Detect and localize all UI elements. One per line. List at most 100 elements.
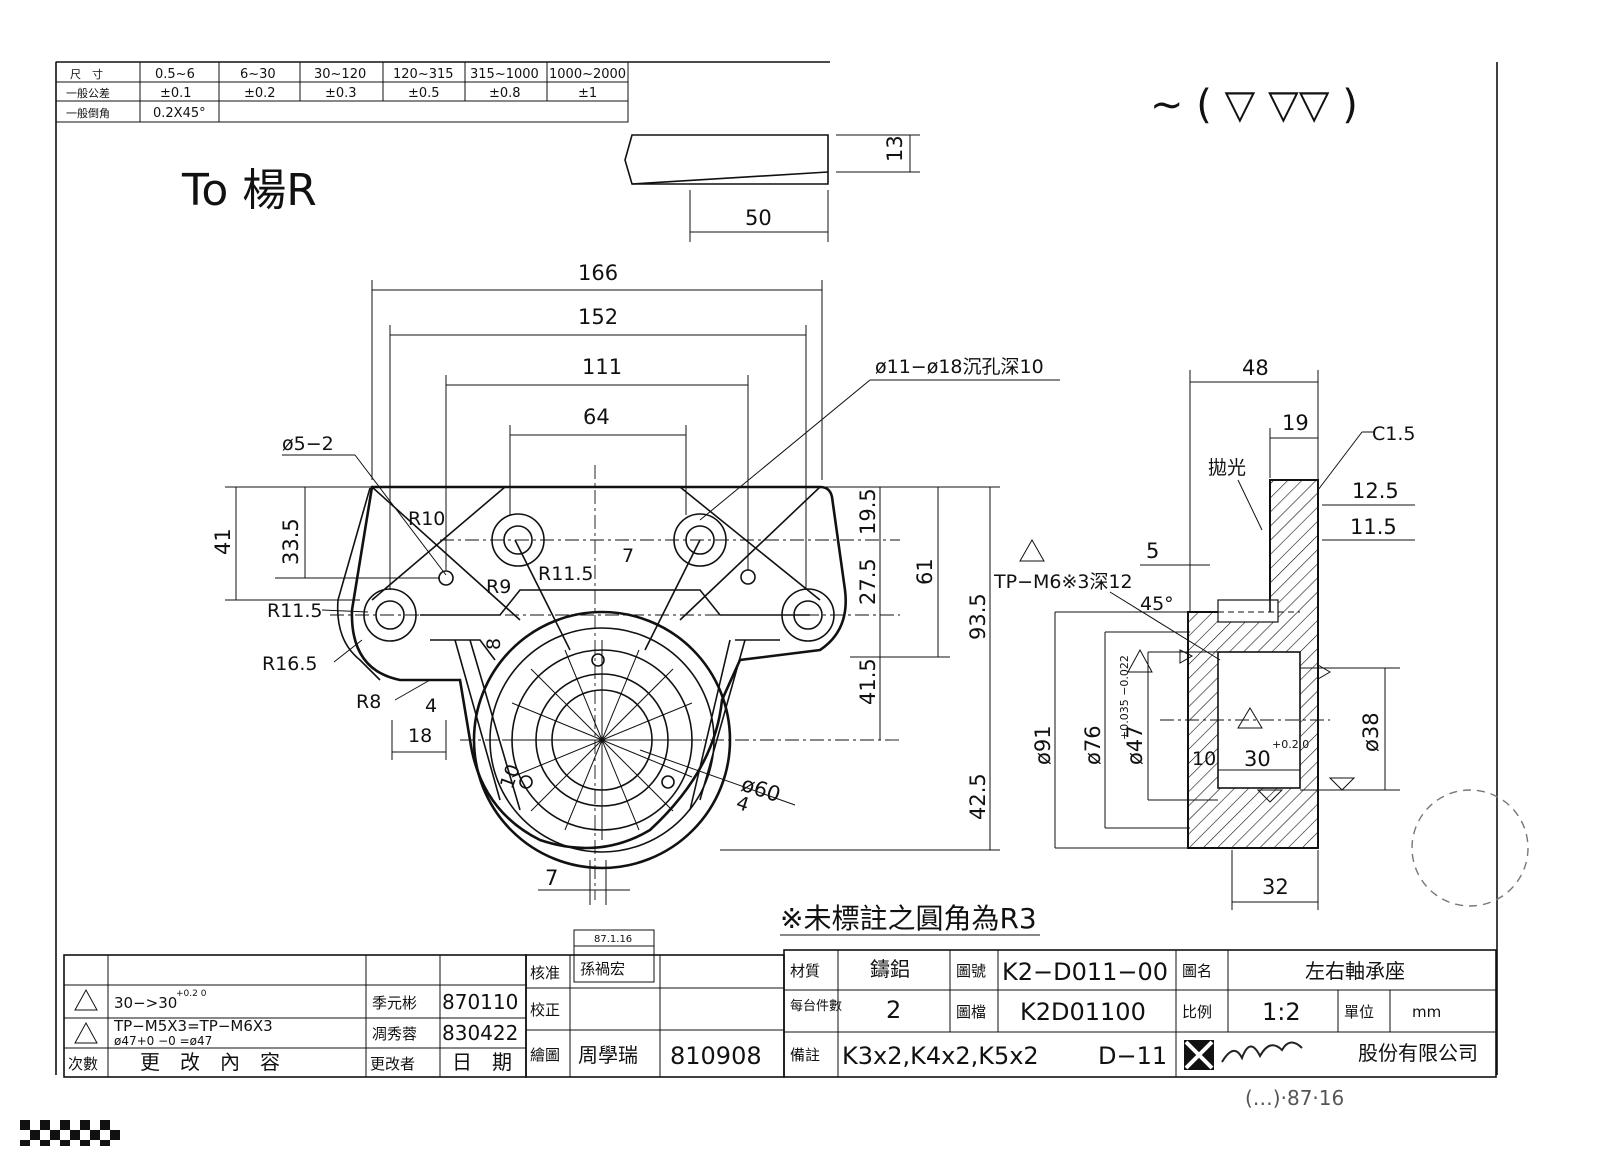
rev-hdr-content: 更 改 內 容: [140, 1050, 280, 1074]
front-r4: 4: [425, 695, 437, 717]
company-name: 股份有限公司: [1358, 1041, 1478, 1065]
side-dim-30: 30: [1244, 747, 1271, 771]
side-dim-48: 48: [1242, 356, 1269, 380]
front-r7: 7: [622, 545, 634, 567]
tol-value-4: ±0.5: [408, 86, 440, 101]
tol-range-4: 120~315: [393, 67, 454, 82]
side-dim-10: 10: [1192, 748, 1216, 770]
handwritten-note: To 楊R: [181, 165, 317, 216]
front-dim-41: 41: [211, 528, 235, 555]
title-block: 材質 鑄鋁 圖號 K2−D011−00 圖名 左右軸承座 每台件數 2 圖檔 K…: [783, 949, 1497, 1078]
front-dim-33-5: 33.5: [279, 518, 303, 565]
revision-block: 30−>30 +0.2 0 季元彬 870110 TP−M5X3=TP−M6X3…: [63, 954, 527, 1078]
rev-hdr-no: 次數: [68, 1055, 98, 1073]
surface-finish-symbols: ∼ ( ▽ ▽▽ ): [1150, 82, 1358, 128]
remark-code: D−11: [1098, 1042, 1167, 1070]
side-dim-32: 32: [1262, 875, 1289, 899]
front-r11-5-a: R11.5: [538, 563, 594, 585]
side-dim-5: 5: [1146, 539, 1159, 563]
tol-value-1: ±0.1: [160, 86, 192, 101]
tol-range-5: 315~1000: [470, 67, 539, 82]
rev2-content: TP−M5X3=TP−M6X3: [113, 1017, 273, 1035]
tol-chamfer: 0.2X45°: [153, 106, 206, 121]
side-dia-76: ø76: [1081, 725, 1105, 765]
front-r8b: 8: [483, 638, 505, 650]
front-hole-note: ø11−ø18沉孔深10: [875, 356, 1044, 378]
front-dim-61: 61: [913, 558, 937, 585]
approved-stamp: 87.1.16: [594, 934, 632, 945]
front-r11-5-b: R11.5: [267, 600, 323, 622]
remark-label: 備註: [790, 1046, 820, 1064]
side-dim-19: 19: [1282, 411, 1309, 435]
tol-value-3: ±0.3: [325, 86, 357, 101]
side-tap-note: TP−M6※3深12: [993, 571, 1133, 593]
general-note: ※未標註之圓角為R3: [780, 902, 1037, 935]
name-value: 左右軸承座: [1305, 959, 1405, 983]
front-dim-111: 111: [582, 355, 622, 379]
front-dim-19-5: 19.5: [856, 488, 880, 535]
rev-hdr-date: 日 期: [452, 1050, 512, 1074]
side-view: 48 19 C1.5 拋光 12.5 11.5 5 TP−M6※3深12 45°…: [993, 356, 1415, 910]
checked-label: 校正: [530, 1001, 560, 1019]
rev1-by: 季元彬: [372, 994, 417, 1012]
front-r16-5: R16.5: [262, 653, 318, 675]
front-dim-41-5: 41.5: [856, 658, 880, 705]
rev2-by: 凋秀蓉: [372, 1025, 417, 1043]
front-r10: R10: [408, 508, 445, 530]
top-dim-50: 50: [745, 206, 772, 230]
tolerance-table: 尺 寸 一般公差 一般倒角 0.5~6 6~30 30~120 120~315 …: [55, 61, 629, 123]
scale-value: 1:2: [1262, 998, 1301, 1026]
remark-value: K3x2,K4x2,K5x2: [842, 1042, 1039, 1070]
side-tol-47: +0.035 −0.022: [1118, 655, 1131, 740]
company-logo-icon: [1184, 1040, 1214, 1070]
tol-range-2: 6~30: [240, 67, 276, 82]
name-label: 圖名: [1182, 962, 1212, 980]
tol-range-6: 1000~2000: [549, 67, 626, 82]
file-value: K2D01100: [1020, 998, 1146, 1026]
unit-label: 單位: [1344, 1003, 1374, 1021]
rev1-date: 870110: [442, 990, 518, 1014]
material-label: 材質: [790, 962, 820, 980]
tol-range-1: 0.5~6: [155, 67, 195, 82]
side-dim-11-5: 11.5: [1350, 515, 1397, 539]
front-dia-5-2: ø5−2: [282, 433, 334, 455]
rev2-content-b: ø47+0 −0 =ø47: [114, 1034, 212, 1048]
rev-hdr-by: 更改者: [370, 1055, 415, 1073]
rev1-content: 30−>30: [114, 994, 177, 1012]
side-dim-12-5: 12.5: [1352, 479, 1399, 503]
tol-value-5: ±0.8: [489, 86, 521, 101]
front-dim-166: 166: [578, 261, 618, 285]
front-dim-7: 7: [545, 866, 558, 890]
side-polish-note: 拋光: [1208, 457, 1246, 479]
approved-by: 孫禍宏: [580, 960, 625, 978]
top-dim-13: 13: [883, 135, 907, 162]
rev2-date: 830422: [442, 1021, 518, 1045]
tol-row1-label: 尺 寸: [70, 67, 103, 81]
front-dim-93-5: 93.5: [966, 593, 990, 640]
front-dim-4: 4: [733, 792, 751, 817]
tol-row3-label: 一般倒角: [66, 107, 110, 120]
rev1-tol: +0.2 0: [176, 989, 207, 999]
tol-row2-label: 一般公差: [66, 86, 110, 100]
front-dim-42-5: 42.5: [966, 773, 990, 820]
front-dim-18: 18: [408, 725, 432, 747]
front-dim-27-5: 27.5: [856, 558, 880, 605]
front-dim-64: 64: [583, 405, 610, 429]
drawing-no-label: 圖號: [956, 962, 986, 980]
drawn-date: 810908: [670, 1042, 762, 1070]
bottom-handwriting: (…)·87·16: [1245, 1086, 1344, 1110]
side-dia-38: ø38: [1359, 712, 1383, 752]
tol-value-2: ±0.2: [244, 86, 276, 101]
front-r8: R8: [356, 691, 381, 713]
side-angle-45: 45°: [1140, 593, 1174, 615]
bore-spokes: [502, 640, 702, 840]
side-tol-30: +0.2 0: [1272, 738, 1309, 751]
company-signature: [1221, 1041, 1303, 1063]
side-c1-5: C1.5: [1372, 423, 1415, 445]
file-label: 圖檔: [956, 1003, 986, 1021]
unit-value: mm: [1412, 1003, 1441, 1021]
tol-value-6: ±1: [578, 86, 597, 101]
drawing-no-value: K2−D011−00: [1002, 958, 1168, 986]
side-dia-47: ø47: [1123, 725, 1147, 765]
checker-marker: [20, 1120, 120, 1146]
